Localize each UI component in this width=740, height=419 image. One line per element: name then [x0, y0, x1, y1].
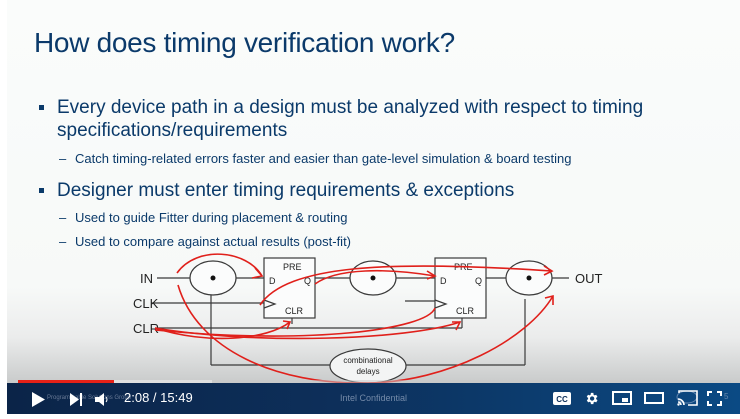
dash-icon: –: [59, 210, 67, 225]
player-controls: Programmable Solutions Group 2:08 / 15:4…: [7, 383, 740, 414]
video-frame: How does timing verification work? Every…: [7, 0, 740, 419]
delay-label-2: delays: [356, 367, 379, 376]
slide: How does timing verification work? Every…: [7, 0, 740, 383]
play-button[interactable]: [31, 391, 45, 407]
cast-icon: [676, 390, 698, 406]
sub-bullet-2-2: –Used to compare against actual results …: [59, 234, 351, 249]
reg2-clr-label: CLR: [456, 306, 475, 316]
theater-button[interactable]: [643, 390, 665, 406]
bullet-1: Every device path in a design must be an…: [39, 96, 703, 142]
sub-bullet-2-1: –Used to guide Fitter during placement &…: [59, 210, 347, 225]
next-button[interactable]: [69, 392, 83, 406]
output-label: OUT: [575, 271, 603, 286]
reg1-q-label: Q: [304, 276, 311, 286]
time-display: 2:08 / 15:49: [124, 390, 193, 405]
slide-title: How does timing verification work?: [34, 27, 455, 58]
bullet-1-text: Every device path in a design must be an…: [57, 97, 644, 141]
captions-button[interactable]: CC: [552, 390, 572, 406]
buffered-bar: [18, 380, 212, 383]
miniplayer-button[interactable]: [611, 390, 633, 406]
fullscreen-button[interactable]: [705, 389, 723, 407]
played-bar: [18, 380, 114, 383]
sub-bullet-1-1: –Catch timing-related errors faster and …: [59, 151, 571, 166]
bullet-square-icon: [39, 188, 44, 193]
bullet-2: Designer must enter timing requirements …: [39, 179, 703, 202]
volume-button[interactable]: [95, 392, 109, 406]
bullet-2-text: Designer must enter timing requirements …: [57, 180, 515, 201]
progress-bar[interactable]: [18, 380, 731, 383]
bottom-border: [7, 414, 740, 419]
timing-circuit-diagram: IN CLK CLR OUT PRE D Q CLR PRE D Q CLR c…: [133, 253, 603, 383]
reg1-clr-label: CLR: [285, 306, 304, 316]
sub-bullet-text: Used to compare against actual results (…: [75, 234, 352, 249]
fullscreen-icon: [706, 390, 722, 406]
theater-icon: [644, 392, 664, 404]
gear-icon: [586, 392, 597, 404]
play-icon: [31, 391, 45, 407]
bullet-square-icon: [39, 105, 44, 110]
volume-icon: [95, 392, 108, 406]
reg2-q-label: Q: [475, 276, 482, 286]
cast-button[interactable]: [675, 389, 699, 407]
corner-digit: 5: [724, 392, 729, 401]
dash-icon: –: [59, 234, 67, 249]
timing-path-annotations: [154, 253, 554, 383]
next-icon: [69, 392, 82, 406]
input-clk-label: CLK: [133, 296, 159, 311]
settings-button[interactable]: [582, 390, 600, 406]
reg1-d-label: D: [269, 276, 276, 286]
reg1-pre-label: PRE: [283, 262, 302, 272]
sub-bullet-text: Used to guide Fitter during placement & …: [75, 210, 348, 225]
svg-text:CC: CC: [556, 395, 568, 404]
input-clr-label: CLR: [133, 321, 159, 336]
slide-footer: Intel Confidential: [339, 393, 408, 403]
overlay-ghost-text: Programmable Solutions Group: [47, 395, 132, 401]
miniplayer-icon: [612, 391, 632, 405]
input-in-label: IN: [140, 271, 153, 286]
delay-label-1: combinational: [343, 356, 393, 365]
reg2-d-label: D: [440, 276, 447, 286]
sub-bullet-text: Catch timing-related errors faster and e…: [75, 151, 572, 166]
dash-icon: –: [59, 151, 67, 166]
cc-icon: CC: [553, 391, 571, 405]
